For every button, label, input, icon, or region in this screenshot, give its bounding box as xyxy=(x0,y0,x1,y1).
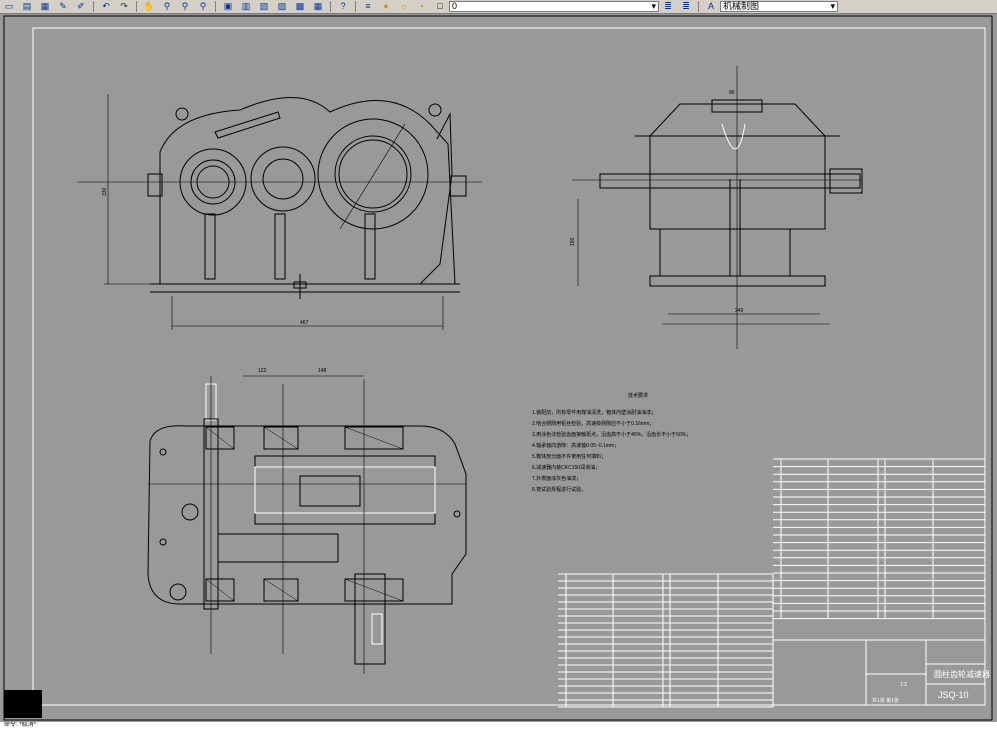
title-block-name: 圆柱齿轮减速器 xyxy=(934,669,990,679)
print-icon[interactable]: ✎ xyxy=(59,1,67,11)
layer-manager-icon[interactable]: ≡ xyxy=(365,1,371,11)
color-square-icon[interactable]: □ xyxy=(437,1,443,11)
title-block-sheet: 共1张 第1张 xyxy=(872,697,899,704)
zoom-realtime-icon[interactable]: ⚲ xyxy=(163,1,171,11)
chevron-down-icon: ▾ xyxy=(830,1,835,11)
help-icon[interactable]: ? xyxy=(340,1,346,11)
text-style-value: 机械制图 xyxy=(723,1,760,11)
dim-side-height: 195 xyxy=(570,237,576,246)
tech-req-line: 3.用涂色法检验齿面接触斑点，沿齿高不小于45%，沿齿长不小于60%； xyxy=(532,431,691,438)
new-icon[interactable]: ▭ xyxy=(4,1,14,11)
properties-icon[interactable]: ▣ xyxy=(223,1,233,11)
lock-icon[interactable]: ▪ xyxy=(420,1,424,11)
save-icon[interactable]: ▦ xyxy=(40,1,50,11)
zoom-window-icon[interactable]: ⚲ xyxy=(181,1,189,11)
sun-icon[interactable]: ☼ xyxy=(399,1,409,11)
dim-top-1: 122 xyxy=(258,368,267,374)
layer-dropdown[interactable]: 0 ▾ xyxy=(449,1,659,12)
dim-top-2: 148 xyxy=(318,368,327,374)
dim-side-width: 249 xyxy=(735,308,744,314)
sheet-set-icon[interactable]: ▨ xyxy=(277,1,287,11)
viewport-marker xyxy=(4,690,42,718)
sheet-inner-border xyxy=(32,27,986,706)
bom-table-right xyxy=(773,458,986,620)
tech-req-title: 技术要求 xyxy=(628,392,648,399)
toolbar-separator xyxy=(698,1,699,12)
tech-req-line: 5.箱体剖分面不许使用任何填料； xyxy=(532,453,606,460)
tool-palette-icon[interactable]: ▧ xyxy=(259,1,269,11)
top-section-view[interactable]: 122 148 xyxy=(147,368,467,674)
open-icon[interactable]: ▤ xyxy=(22,1,32,11)
layer-value: 0 xyxy=(452,1,458,11)
toolbar-separator xyxy=(93,1,94,12)
dim-front-height: 330 xyxy=(102,187,108,196)
tech-req-line: 1.装配前，所有零件用煤油清洗，箱体内壁涂耐油油漆； xyxy=(532,409,656,416)
redo-icon[interactable]: ↷ xyxy=(120,1,128,11)
text-style-icon[interactable]: A xyxy=(707,1,714,11)
toolbar-separator xyxy=(355,1,356,12)
title-block: 圆柱齿轮减速器 JSQ-10 1:2 共1张 第1张 xyxy=(772,639,990,706)
chevron-down-icon: ▾ xyxy=(651,1,656,11)
match-prop-icon[interactable]: ✐ xyxy=(77,1,85,11)
standard-toolbar: ▭ ▤ ▦ ✎ ✐ ↶ ↷ ✋ ⚲ ⚲ ⚲ ▣ ▥ ▧ ▨ ▩ ▦ ? ≡ ● … xyxy=(0,0,997,14)
zoom-previous-icon[interactable]: ⚲ xyxy=(199,1,207,11)
side-view[interactable]: 195 249 90 xyxy=(570,66,863,349)
bom-table-left xyxy=(558,573,774,708)
command-line[interactable]: 命令: *取消* xyxy=(0,722,997,729)
layer-prev-icon[interactable]: ≣ xyxy=(664,1,672,11)
tech-req-line: 8.按试验规程进行试验。 xyxy=(532,486,586,493)
text-style-dropdown[interactable]: 机械制图 ▾ xyxy=(720,1,838,12)
layer-state-icon[interactable]: ≣ xyxy=(682,1,690,11)
drawing-area[interactable]: 467 330 195 249 90 xyxy=(0,14,997,729)
undo-icon[interactable]: ↶ xyxy=(102,1,110,11)
sheet-outer-border xyxy=(3,15,993,721)
pan-icon[interactable]: ✋ xyxy=(143,1,155,11)
toolbar-separator xyxy=(330,1,331,12)
bulb-icon[interactable]: ● xyxy=(383,1,389,11)
markup-icon[interactable]: ▩ xyxy=(295,1,305,11)
title-block-code: JSQ-10 xyxy=(938,690,969,700)
tech-req-line: 4.轴承轴向游隙：高速轴0.05~0.1mm； xyxy=(532,442,619,449)
design-center-icon[interactable]: ▥ xyxy=(241,1,251,11)
tech-req-line: 7.外表面涂灰色油漆； xyxy=(532,475,581,482)
dim-front-width: 467 xyxy=(300,320,309,326)
technical-requirements: 技术要求 1.装配前，所有零件用煤油清洗，箱体内壁涂耐油油漆； 2.啮合侧隙用铅… xyxy=(532,392,691,493)
calc-icon[interactable]: ▦ xyxy=(313,1,323,11)
toolbar-separator xyxy=(136,1,137,12)
tech-req-line: 6.减速器内装CKC150润滑油； xyxy=(532,464,600,471)
front-view[interactable]: 467 330 xyxy=(77,94,482,330)
command-line-text: 命令: *取消* xyxy=(4,722,37,728)
tech-req-line: 2.啮合侧隙用铅丝检验，高速级侧隙应不小于0.16mm； xyxy=(532,420,654,427)
toolbar-separator xyxy=(215,1,216,12)
dim-side-top: 90 xyxy=(729,90,735,96)
title-block-scale: 1:2 xyxy=(900,682,907,688)
